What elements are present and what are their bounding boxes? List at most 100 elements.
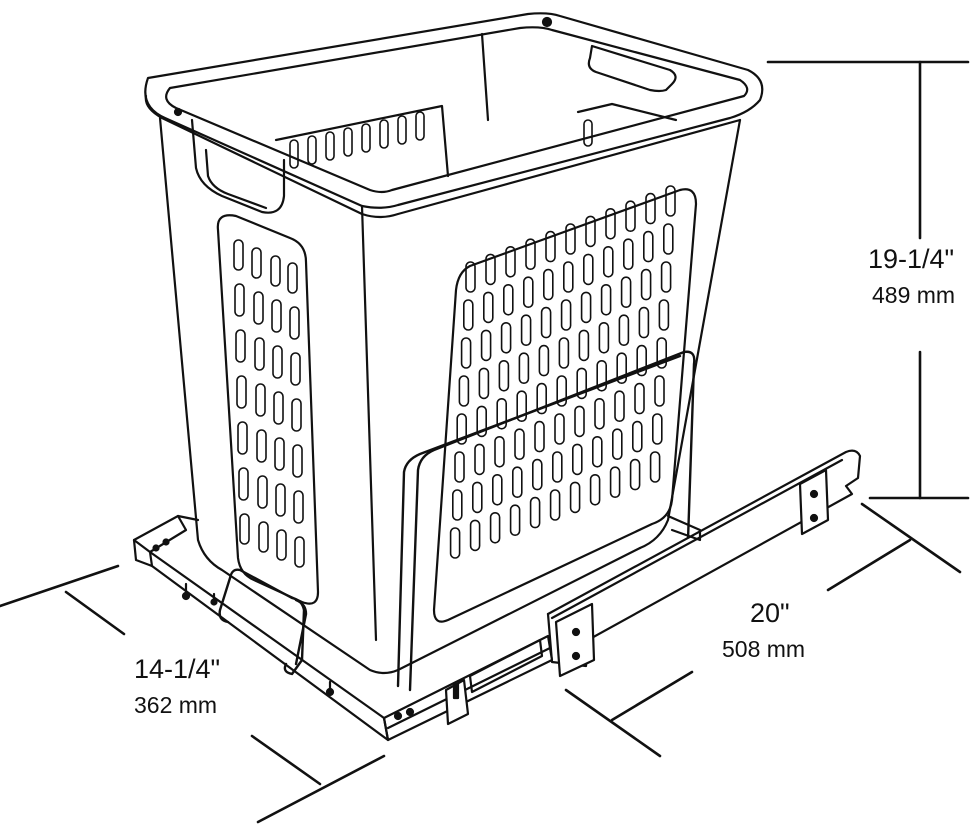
width-metric-label: 362 mm [134,692,218,718]
vent-slot [654,375,665,407]
hamper-basket [144,12,764,675]
vent-slot [458,375,470,407]
vent-slot [629,458,641,491]
depth-metric-label: 508 mm [722,636,806,662]
vent-slot [571,443,583,476]
vent-slot [471,481,483,514]
vent-slot [600,283,612,316]
vent-slot [505,246,516,278]
vent-slot [591,435,603,468]
front-vent-panel [432,185,698,623]
vent-slot [542,268,554,301]
vent-slot [605,208,616,240]
vent-slot [480,329,492,362]
vent-slot [662,223,674,255]
vent-slot [534,420,545,453]
vent-slot [580,291,592,324]
vent-slot [454,451,465,483]
height-imperial-label: 19-1/4" [868,244,955,274]
vent-slot [611,428,623,461]
vent-slot [540,306,552,339]
vent-slot [614,390,625,423]
vent-slot [465,261,476,293]
vent-slot [638,306,650,339]
vent-slot [596,359,608,392]
dimension-lines [0,60,970,824]
vent-slot [489,511,501,544]
vent-slot [500,321,512,354]
vent-slot [565,223,576,255]
vent-slot [636,344,648,377]
vent-slot [574,405,585,438]
vent-slot [556,375,568,407]
width-imperial-label: 14-1/4" [134,654,221,684]
vent-slot [634,382,645,415]
vent-slot [485,253,496,286]
vent-slot [562,261,574,293]
vent-slot [642,230,654,263]
vent-slot [598,321,610,354]
vent-slot [474,443,485,476]
vent-slot [518,352,530,385]
vent-slot [658,299,670,331]
vent-slot [520,314,532,347]
vent-slot [651,413,663,445]
vent-slot [576,367,588,400]
vent-slot [516,390,528,423]
vent-slot [511,466,523,499]
vent-slot [616,352,628,385]
vent-slot [585,215,596,248]
vent-slot [451,489,463,521]
vent-slot [618,314,630,347]
vent-slot [582,253,594,286]
vent-slot [476,405,488,438]
vent-slot [656,337,668,369]
vent-slot [569,481,581,514]
vent-slot [491,473,503,506]
vent-slot [531,458,543,491]
slide-rails [132,449,862,742]
inner-vent-panel [289,111,593,169]
vent-slot [620,276,632,309]
vent-slot [502,283,514,316]
vent-slot [482,291,494,324]
vent-slot [496,397,508,430]
vent-slot [578,329,590,362]
vent-slot [462,299,474,331]
vent-slot [469,519,481,552]
vent-slot [589,473,601,506]
vent-slot [622,238,634,270]
vent-slot [609,466,621,499]
vent-slot [494,435,505,468]
vent-slot [525,238,536,270]
vent-slot [602,246,614,278]
height-metric-label: 489 mm [872,282,956,308]
vent-slot [649,451,661,483]
vent-slot [538,344,550,377]
vent-slot [529,496,541,529]
vent-slot [551,451,563,483]
vent-slot [498,359,510,392]
vent-slot [549,489,561,521]
left-vent-panel [216,214,320,605]
vent-slot [509,504,521,537]
vent-slot [631,420,643,453]
depth-imperial-label: 20" [750,598,790,628]
vent-slot [625,200,636,232]
vent-slot [640,268,652,301]
vent-slot [456,413,468,445]
vent-slot [560,299,572,331]
vent-slot [660,261,672,293]
vent-slot [645,192,656,225]
vent-slot [522,276,534,309]
vent-slot [449,527,461,559]
vent-slot [665,185,676,217]
vent-slot [514,428,525,461]
vent-slot [558,337,570,369]
vent-slot [545,230,556,263]
wire-frame [218,350,696,692]
vent-slot [478,367,490,400]
vent-slot [594,397,605,430]
